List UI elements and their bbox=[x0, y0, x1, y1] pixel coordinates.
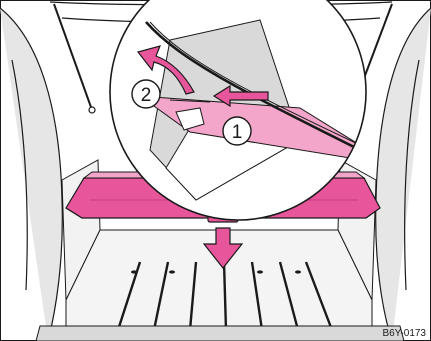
callout-2: 2 bbox=[132, 80, 160, 108]
rear-bumper bbox=[36, 326, 404, 341]
callout-2-label: 2 bbox=[141, 85, 152, 106]
reference-code: B6Y-0173 bbox=[382, 328, 426, 339]
callout-1: 1 bbox=[223, 117, 251, 145]
callout-1-label: 1 bbox=[232, 122, 243, 143]
